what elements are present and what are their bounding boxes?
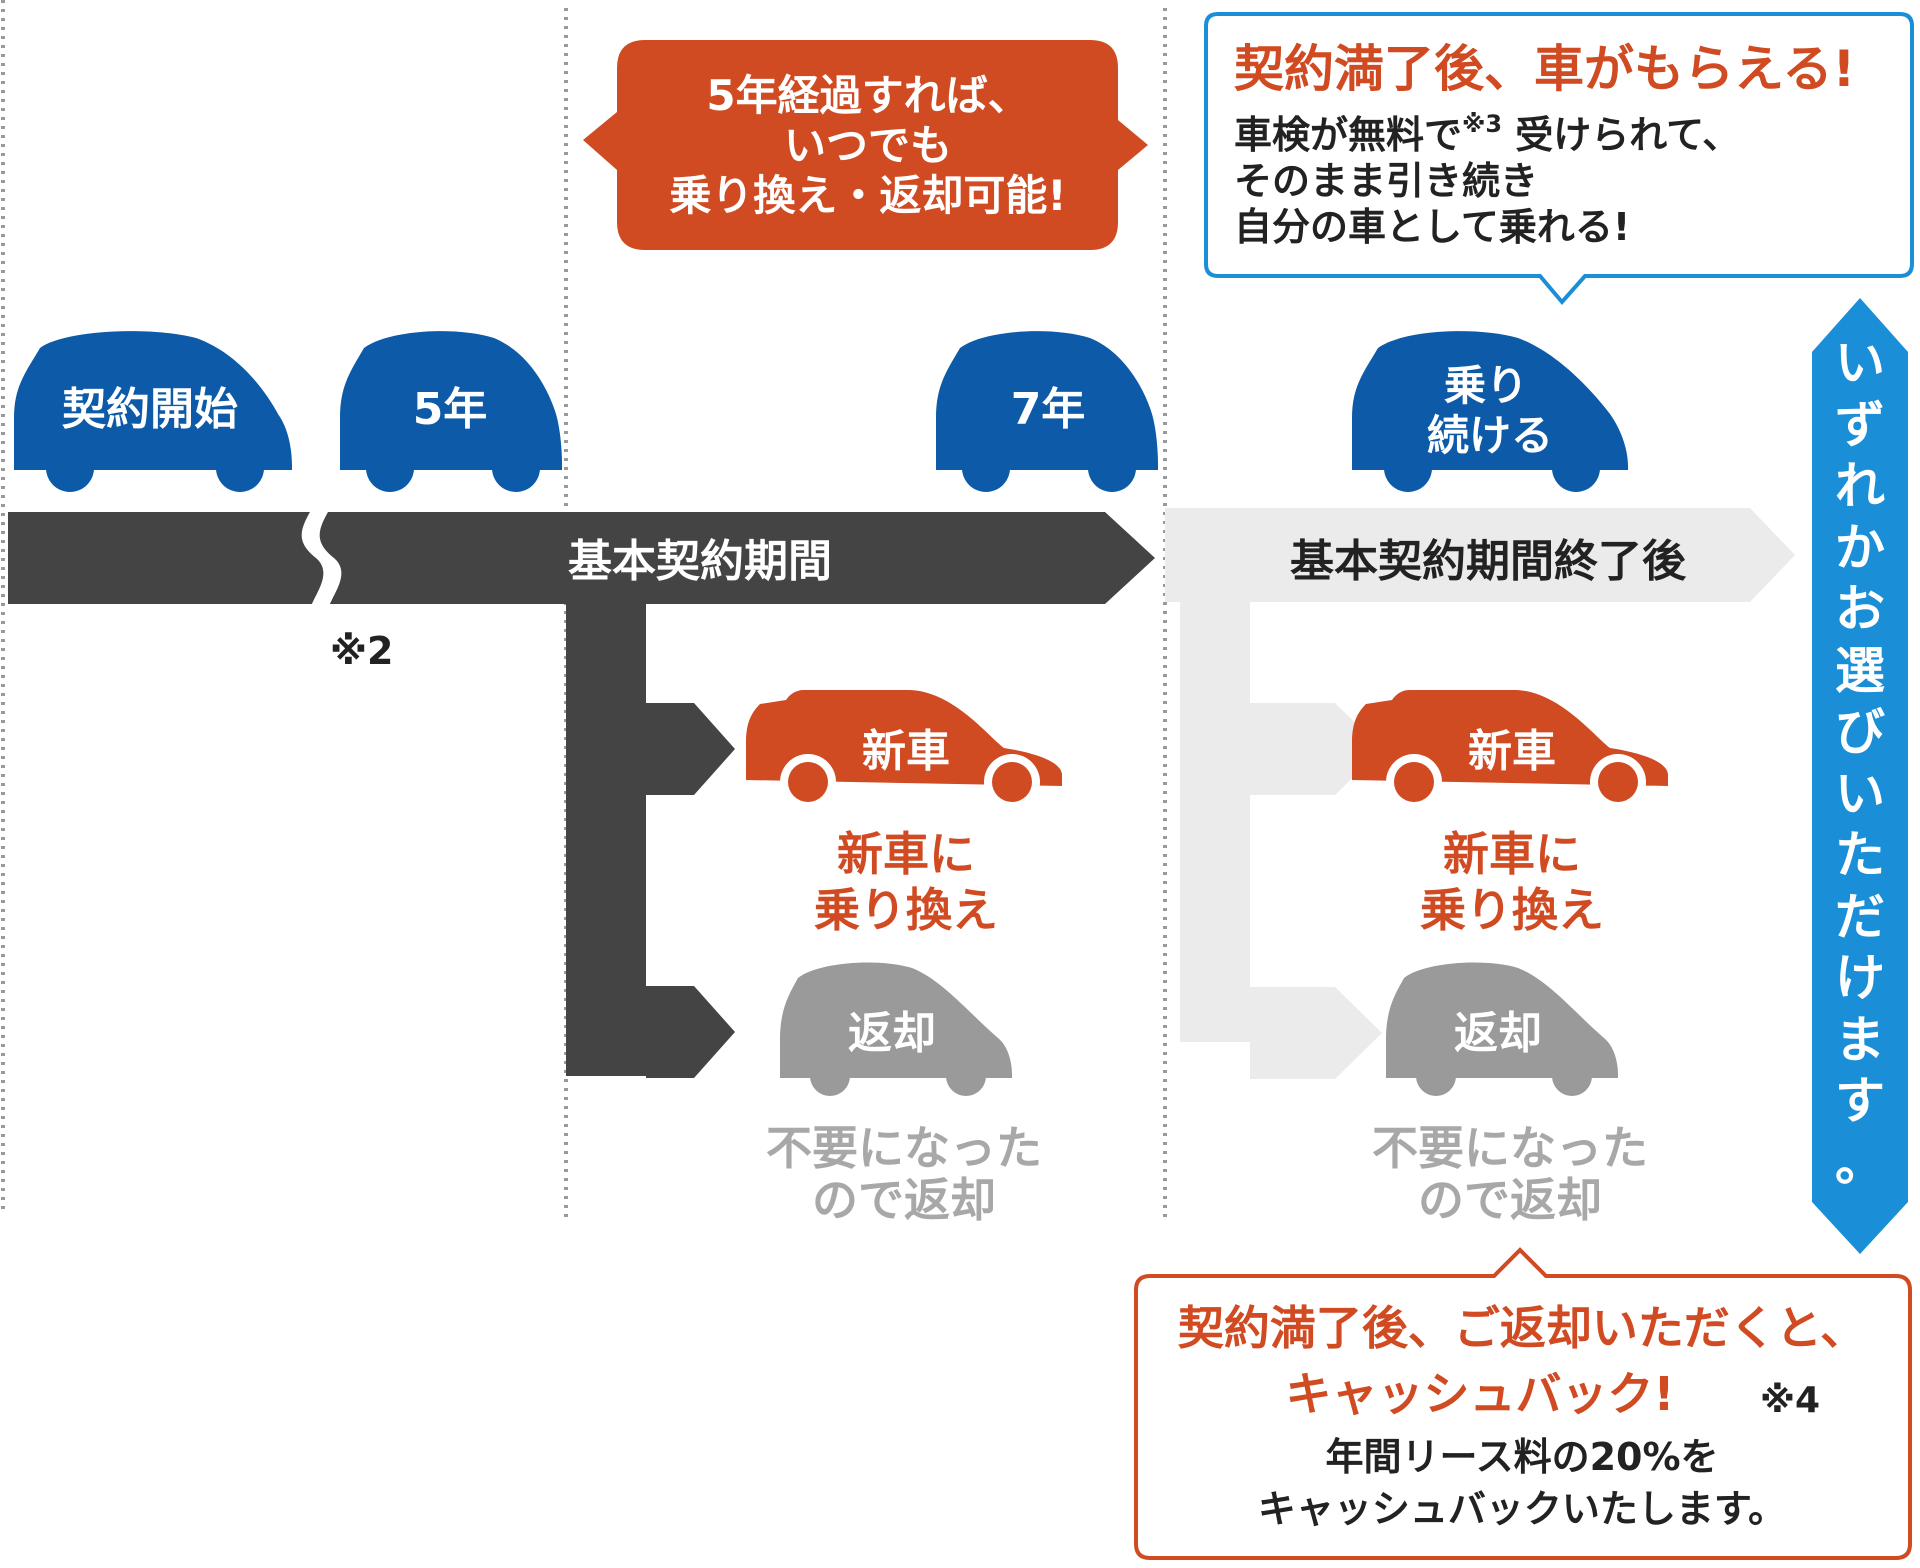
choice-arrow-char: だ	[1835, 888, 1885, 946]
right-new-caption-1: 新車に	[1443, 827, 1581, 881]
choice-arrow-char: 選	[1835, 642, 1885, 700]
car-return-mid-label: 返却	[848, 1008, 936, 1059]
choice-arrow-char: た	[1835, 826, 1885, 884]
choice-arrow-char: け	[1835, 949, 1885, 1007]
keep-title: 契約満了後、車がもらえる!	[1234, 40, 1855, 98]
right-return-caption-2: ので返却	[1418, 1173, 1602, 1227]
choice-arrow-char: れ	[1835, 457, 1885, 515]
mid-new-caption-2: 乗り換え	[814, 883, 998, 937]
choice-arrow-char: ま	[1835, 1011, 1885, 1069]
cashback-title-1: 契約満了後、ご返却いただくと、	[1178, 1301, 1866, 1355]
car-return-right: 返却	[1386, 962, 1618, 1096]
right-new-caption-2: 乗り換え	[1420, 883, 1604, 937]
choice-arrow-char: か	[1835, 519, 1885, 577]
choice-arrow-char: す	[1835, 1072, 1885, 1130]
cashback-line-2: キャッシュバックいたします。	[1258, 1487, 1786, 1531]
car-continue-label-1: 乗り	[1444, 361, 1528, 410]
after-period-bar	[1165, 508, 1795, 1079]
car-new-right-label: 新車	[1468, 726, 1556, 777]
keep-line-3: 自分の車として乗れる!	[1234, 205, 1630, 249]
mid-new-caption-1: 新車に	[837, 827, 975, 881]
bubble-5-years: 5年経過すれば、 いつでも 乗り換え・返却可能!	[583, 40, 1148, 250]
choice-arrow-char: お	[1835, 580, 1885, 638]
choice-arrow-char: 。	[1835, 1134, 1885, 1192]
keep-line-1b: 受けられて、	[1502, 113, 1740, 157]
keep-note-3: ※3	[1462, 110, 1502, 138]
choice-arrow-char: ず	[1835, 396, 1885, 454]
car-7y-label: 7年	[1011, 384, 1086, 435]
car-start-label: 契約開始	[62, 384, 238, 435]
car-continue: 乗り 続ける	[1352, 331, 1628, 492]
car-5-years: 5年	[340, 331, 562, 492]
car-5y-label: 5年	[413, 384, 488, 435]
cashback-title-2: キャッシュバック!	[1286, 1367, 1675, 1421]
keep-line-2: そのまま引き続き	[1234, 159, 1538, 203]
callout-cashback: 契約満了後、ご返却いただくと、 キャッシュバック! ※4 年間リース料の20%を…	[1134, 1247, 1912, 1560]
callout-keep-car: 契約満了後、車がもらえる! 車検が無料で※3 受けられて、 そのまま引き続き 自…	[1204, 12, 1914, 306]
car-contract-start: 契約開始	[14, 331, 292, 492]
car-7-years: 7年	[936, 331, 1158, 492]
main-period-bar	[8, 512, 1155, 1078]
keep-line-1a: 車検が無料で	[1234, 113, 1462, 157]
after-period-label: 基本契約期間終了後	[1290, 536, 1687, 587]
choice-arrow-char: び	[1835, 703, 1885, 761]
main-period-label: 基本契約期間	[568, 536, 832, 587]
choice-arrow: いずれかお選びいただけます。	[1812, 298, 1908, 1254]
car-new-right: 新車	[1352, 690, 1668, 810]
car-new-mid: 新車	[746, 690, 1062, 810]
choice-arrow-char: い	[1835, 334, 1885, 392]
note-2: ※2	[330, 629, 393, 673]
right-return-caption-1: 不要になった	[1372, 1121, 1648, 1175]
car-new-mid-label: 新車	[862, 726, 950, 777]
car-continue-label-2: 続ける	[1427, 411, 1553, 460]
cashback-note-4: ※4	[1760, 1380, 1820, 1421]
mid-return-caption-2: ので返却	[812, 1173, 996, 1227]
bubble-line-1: 5年経過すれば、	[706, 71, 1029, 120]
keep-line-1: 車検が無料で※3 受けられて、	[1234, 110, 1740, 157]
cashback-line-1: 年間リース料の20%を	[1325, 1435, 1718, 1479]
bubble-line-3: 乗り換え・返却可能!	[669, 171, 1066, 220]
choice-arrow-char: い	[1835, 765, 1885, 823]
mid-return-caption-1: 不要になった	[766, 1121, 1042, 1175]
bubble-line-2: いつでも	[784, 121, 952, 170]
car-return-right-label: 返却	[1454, 1008, 1542, 1059]
choice-arrow-text: いずれかお選びいただけます。	[1835, 334, 1885, 1192]
bar-break-mark	[301, 512, 342, 604]
car-return-mid: 返却	[780, 962, 1012, 1096]
